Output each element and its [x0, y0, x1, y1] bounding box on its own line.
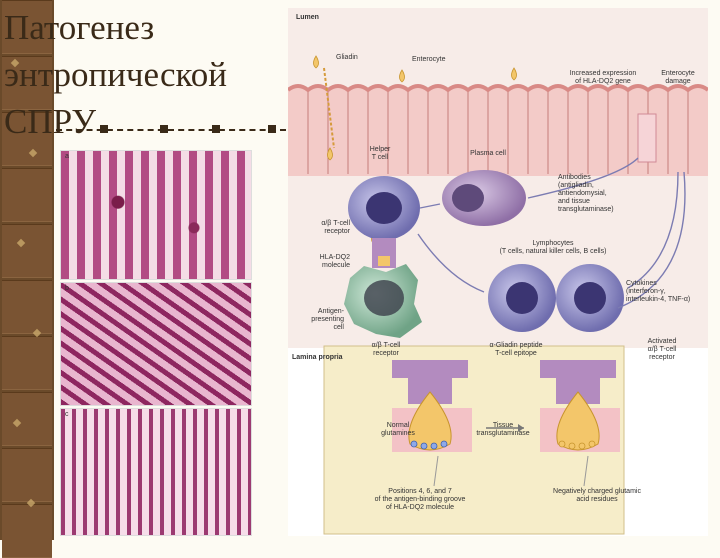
- label-helper-t-cell: Helper T cell: [369, 146, 391, 161]
- pathogenesis-diagram: Lumen Gliadin Enterocyte Increased expre…: [288, 8, 708, 536]
- label-gliadin: Gliadin: [336, 54, 358, 61]
- label-gliadin-peptide: α-Gliadin peptide T-cell epitope: [489, 342, 543, 357]
- label-increased-expression: Increased expression of HLA-DQ2 gene: [569, 70, 637, 85]
- label-ab-receptor: α/β T-cell receptor: [321, 220, 350, 235]
- label-activated-receptor: Activated α/β T-cell receptor: [647, 338, 677, 361]
- label-positions: Positions 4, 6, and 7 of the antigen-bin…: [374, 488, 466, 511]
- label-lumen: Lumen: [296, 14, 319, 21]
- label-inset-ab-receptor: α/β T-cell receptor: [371, 342, 401, 357]
- label-cytokines: Cytokines (interferon-γ, interleukin-4, …: [626, 280, 691, 303]
- micrograph-b: b: [60, 282, 252, 406]
- label-hla-dq2: HLA-DQ2 molecule: [319, 254, 350, 269]
- label-enterocyte: Enterocyte: [412, 56, 446, 63]
- enterocyte-layer: [288, 84, 708, 176]
- label-enterocyte-damage: Enterocyte damage: [661, 70, 695, 85]
- label-negatively-charged: Negatively charged glutamic acid residue…: [553, 488, 641, 503]
- micrograph-c: c: [60, 408, 252, 536]
- label-plasma-cell: Plasma cell: [470, 150, 506, 157]
- label-tissue-transglutaminase: Tissue transglutaminase: [476, 422, 530, 437]
- label-lymphocytes: Lymphocytes (T cells, natural killer cel…: [499, 240, 607, 255]
- label-normal-glutamines: Normal glutamines: [381, 422, 415, 437]
- title-divider: [56, 129, 286, 131]
- diagram-graphics: [288, 55, 708, 536]
- slide-title: Патогенез энтропической СПРУ: [4, 8, 227, 141]
- label-lamina-propria: Lamina propria: [292, 354, 343, 361]
- micrograph-a: a: [60, 150, 252, 280]
- label-antigen-presenting-cell: Antigen- presenting cell: [311, 308, 344, 331]
- label-antibodies: Antibodies (antigliadin, antiendomysial,…: [558, 174, 614, 213]
